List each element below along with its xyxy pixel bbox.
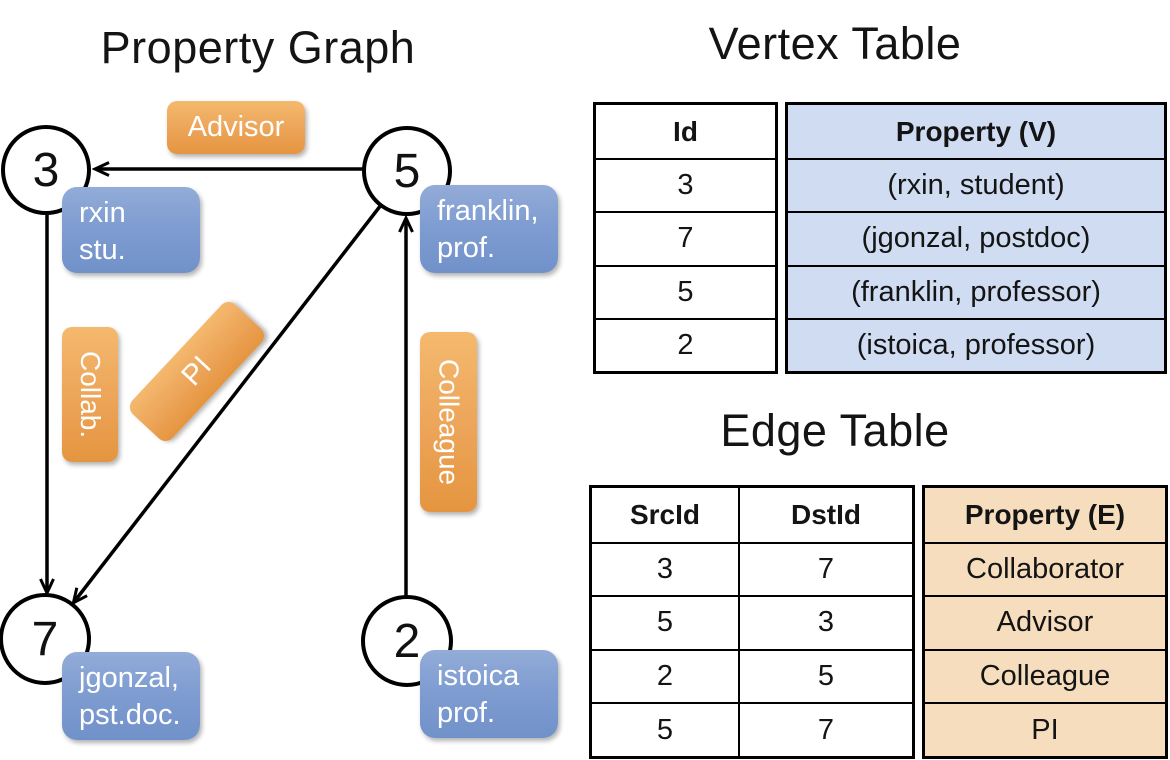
node-2-id: 2 (393, 614, 421, 668)
property-graph-title: Property Graph (100, 22, 416, 73)
edge-table-title: Edge Table (720, 405, 950, 456)
edge-pi-line (74, 203, 383, 602)
vertex-table-id-header: Id (673, 115, 698, 147)
edge-label-advisor: Advisor (167, 101, 305, 154)
edge-table-dstid-cell: 5 (740, 648, 912, 703)
edge-table-dstid-header: DstId (791, 498, 861, 530)
vertex-table-property-cell: (rxin, student) (788, 158, 1164, 211)
vertex-table-title: Vertex Table (708, 18, 962, 69)
edge-label-collab: Collab. (62, 327, 118, 462)
edge-table-property-cell: Collaborator (925, 541, 1165, 596)
vertex-table-id-cell: 2 (596, 317, 775, 371)
vertex-label-franklin: franklin, prof. (420, 185, 558, 273)
edge-table-srcid-cell: 5 (592, 595, 740, 649)
vertex-table-id-cell: 7 (596, 211, 775, 264)
vertex-table-id-cell: 3 (596, 158, 775, 211)
edge-table-srcid-cell: 2 (592, 648, 740, 703)
vertex-table-property-header: Property (V) (895, 115, 1057, 147)
vertex-label-rxin: rxin stu. (62, 187, 200, 273)
vertex-label-jgonzal: jgonzal, pst.doc. (62, 652, 200, 740)
edge-table-dstid-cell: 7 (740, 702, 912, 756)
edge-table-property-cell: Advisor (925, 595, 1165, 649)
node-7-id: 7 (31, 612, 59, 666)
vertex-label-istoica: istoica prof. (420, 650, 558, 738)
edge-table-property-column: Property (E) Collaborator Advisor Collea… (922, 485, 1168, 759)
edge-table-property-cell: PI (925, 702, 1165, 756)
vertex-table-property-cell: (istoica, professor) (788, 317, 1164, 371)
edge-table-srcid-cell: 5 (592, 702, 740, 756)
node-3-id: 3 (32, 143, 60, 197)
vertex-label-line: pst.doc. (79, 699, 181, 731)
vertex-table-id-column: Id 3 7 5 2 (593, 102, 778, 374)
edge-table-property-cell: Colleague (925, 648, 1165, 703)
vertex-table-id-cell: 5 (596, 264, 775, 318)
node-5-id: 5 (393, 144, 421, 198)
edge-table-property-header: Property (E) (964, 498, 1126, 530)
vertex-label-line: franklin, (437, 195, 539, 227)
edge-table-dstid-cell: 7 (740, 541, 912, 596)
vertex-table-property-column: Property (V) (rxin, student) (jgonzal, p… (785, 102, 1167, 374)
vertex-label-line: prof. (437, 232, 496, 264)
vertex-label-line: jgonzal, (79, 662, 179, 694)
vertex-label-line: prof. (437, 697, 496, 729)
edge-label-colleague: Colleague (420, 332, 477, 512)
edge-table-id-columns: SrcId DstId 3 7 5 3 2 5 5 7 (589, 485, 915, 759)
vertex-label-line: istoica (437, 660, 520, 692)
edge-table-dstid-cell: 3 (740, 595, 912, 649)
edge-table-srcid-header: SrcId (592, 488, 740, 542)
edge-table-srcid-cell: 3 (592, 541, 740, 596)
vertex-label-line: stu. (79, 234, 126, 266)
vertex-table-property-cell: (franklin, professor) (788, 264, 1164, 318)
vertex-label-line: rxin (79, 197, 126, 229)
vertex-table-property-cell: (jgonzal, postdoc) (788, 211, 1164, 264)
